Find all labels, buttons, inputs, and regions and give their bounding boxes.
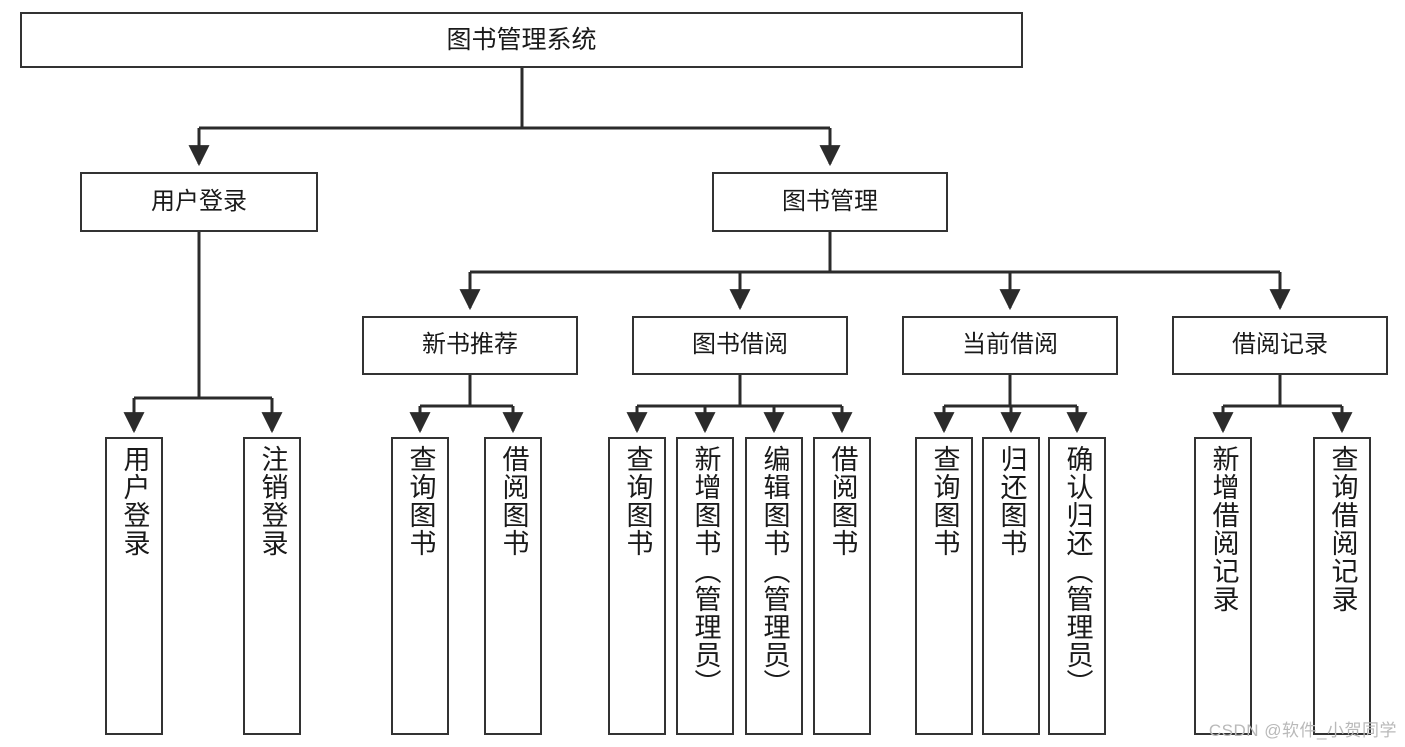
node-label: 确认归还（管理员） xyxy=(1062,445,1093,697)
node-user-login[interactable]: 用户登录 xyxy=(80,172,318,232)
node-label: 查询图书 xyxy=(622,445,653,557)
node-new-book-recommendation[interactable]: 新书推荐 xyxy=(362,316,578,375)
node-label: 归还图书 xyxy=(996,445,1027,557)
node-borrow-record[interactable]: 借阅记录 xyxy=(1172,316,1388,375)
leaf-return-book[interactable]: 归还图书 xyxy=(982,437,1040,735)
leaf-add-borrow-record[interactable]: 新增借阅记录 xyxy=(1194,437,1252,735)
leaf-query-book-new-rec[interactable]: 查询图书 xyxy=(391,437,449,735)
leaf-logout[interactable]: 注销登录 xyxy=(243,437,301,735)
node-current-borrow[interactable]: 当前借阅 xyxy=(902,316,1118,375)
leaf-query-book-current[interactable]: 查询图书 xyxy=(915,437,973,735)
node-label: 新书推荐 xyxy=(422,331,518,359)
node-label: 查询借阅记录 xyxy=(1327,445,1358,613)
node-label: 图书管理 xyxy=(782,187,878,215)
node-label: 用户登录 xyxy=(151,187,247,215)
leaf-query-borrow-record[interactable]: 查询借阅记录 xyxy=(1313,437,1371,735)
node-label: 借阅图书 xyxy=(827,445,858,557)
watermark: CSDN @软件_小贺同学 xyxy=(1208,721,1397,740)
node-label: 新增借阅记录 xyxy=(1208,445,1239,613)
node-book-management[interactable]: 图书管理 xyxy=(712,172,948,232)
leaf-confirm-return-admin[interactable]: 确认归还（管理员） xyxy=(1048,437,1106,735)
leaf-user-login[interactable]: 用户登录 xyxy=(105,437,163,735)
node-label: 编辑图书（管理员） xyxy=(759,445,790,697)
leaf-edit-book-admin[interactable]: 编辑图书（管理员） xyxy=(745,437,803,735)
node-label: 查询图书 xyxy=(929,445,960,557)
node-label: 当前借阅 xyxy=(962,331,1058,359)
leaf-add-book-admin[interactable]: 新增图书（管理员） xyxy=(676,437,734,735)
node-label: 用户登录 xyxy=(119,445,150,557)
leaf-borrow-book[interactable]: 借阅图书 xyxy=(813,437,871,735)
node-label: 新增图书（管理员） xyxy=(690,445,721,697)
node-label: 查询图书 xyxy=(405,445,436,557)
node-label: 图书管理系统 xyxy=(446,26,597,54)
node-label: 借阅图书 xyxy=(498,445,529,557)
node-label: 注销登录 xyxy=(257,445,288,557)
node-book-borrow[interactable]: 图书借阅 xyxy=(632,316,848,375)
node-root-book-management-system[interactable]: 图书管理系统 xyxy=(20,12,1023,68)
node-label: 借阅记录 xyxy=(1232,331,1328,359)
node-label: 图书借阅 xyxy=(692,331,788,359)
leaf-query-book-borrow[interactable]: 查询图书 xyxy=(608,437,666,735)
leaf-borrow-book-new-rec[interactable]: 借阅图书 xyxy=(484,437,542,735)
